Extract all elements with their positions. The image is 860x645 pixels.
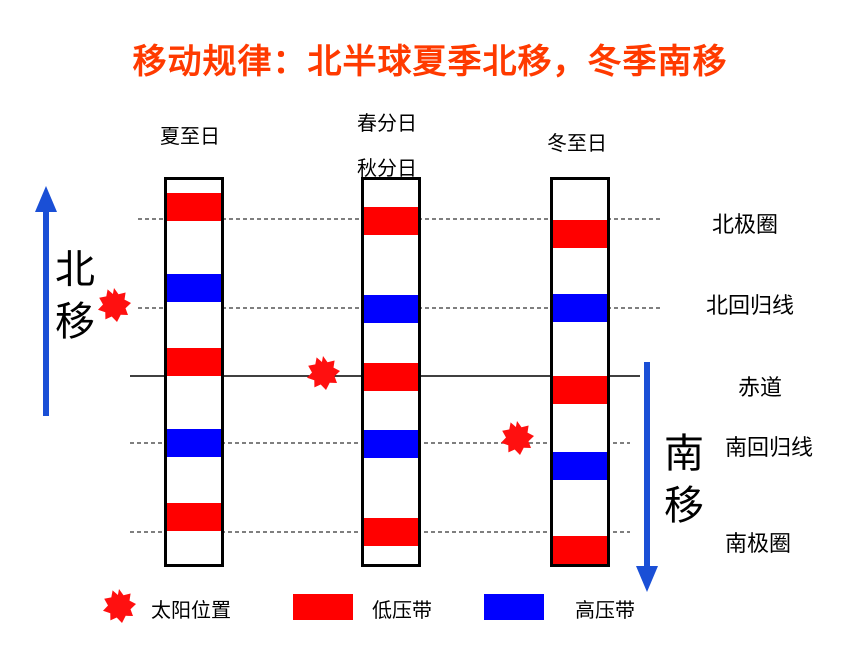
high-pressure-band	[167, 429, 221, 457]
legend-low-swatch	[293, 594, 353, 620]
arrow-down-icon	[636, 362, 658, 592]
high-pressure-band	[553, 294, 607, 322]
low-pressure-band	[167, 503, 221, 531]
legend-sun-label: 太阳位置	[151, 598, 231, 622]
latitude-label-tropic-capricorn: 南回归线	[725, 436, 814, 461]
latitude-label-arctic-circle: 北极圈	[712, 213, 779, 238]
high-pressure-band	[167, 274, 221, 302]
low-pressure-band	[553, 220, 607, 248]
low-pressure-band	[553, 536, 607, 564]
column-label-winter: 冬至日	[547, 131, 607, 155]
column-label-equinox-autumn: 秋分日	[357, 156, 417, 180]
latitude-label-antarctic-circle: 南极圈	[725, 532, 792, 557]
column-label-equinox-spring: 春分日	[357, 111, 417, 135]
column-label-summer: 夏至日	[160, 124, 220, 148]
sun-burst-icon	[103, 589, 136, 623]
legend-high-label: 高压带	[575, 598, 635, 622]
high-pressure-band	[364, 295, 418, 323]
low-pressure-band	[364, 363, 418, 391]
low-pressure-band	[364, 207, 418, 235]
legend-high-swatch	[484, 594, 544, 620]
north-shift-label-2: 移	[55, 299, 95, 345]
low-pressure-band	[553, 376, 607, 404]
legend-low-label: 低压带	[372, 598, 432, 622]
south-shift-label-2: 移	[664, 483, 704, 529]
pressure-column-winter	[550, 177, 610, 567]
diagram-title: 移动规律：北半球夏季北移，冬季南移	[132, 42, 728, 82]
low-pressure-band	[167, 348, 221, 376]
sun-burst-icon	[501, 421, 534, 455]
sun-burst-icon	[98, 288, 131, 322]
low-pressure-band	[167, 193, 221, 221]
low-pressure-band	[364, 518, 418, 546]
pressure-column-summer	[164, 177, 224, 567]
north-shift-label-1: 北	[55, 247, 95, 293]
latitude-label-tropic-cancer: 北回归线	[706, 294, 795, 319]
sun-burst-icon	[307, 356, 340, 390]
south-shift-label-1: 南	[664, 431, 704, 477]
latitude-label-equator: 赤道	[738, 376, 783, 401]
pressure-column-equinox	[361, 177, 421, 567]
arrow-up-icon	[35, 186, 57, 416]
high-pressure-band	[364, 430, 418, 458]
high-pressure-band	[553, 452, 607, 480]
